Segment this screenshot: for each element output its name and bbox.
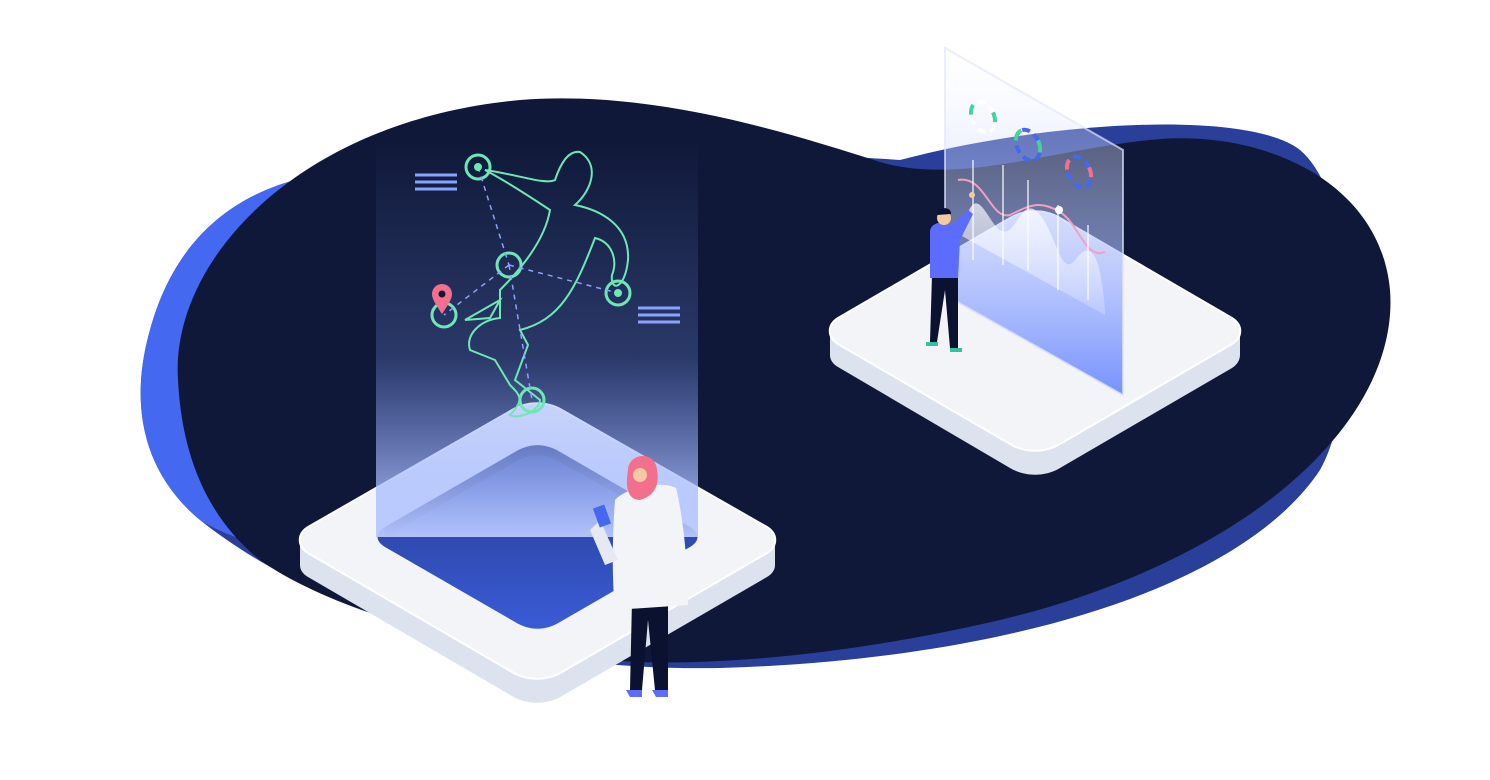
wave-chart-icon [960, 203, 1105, 315]
person-doctor [590, 455, 688, 697]
ring-chart-icon [968, 99, 1094, 190]
text-lines-icon [415, 173, 680, 324]
location-pin-icon [432, 284, 452, 314]
person-analyst [926, 192, 975, 352]
